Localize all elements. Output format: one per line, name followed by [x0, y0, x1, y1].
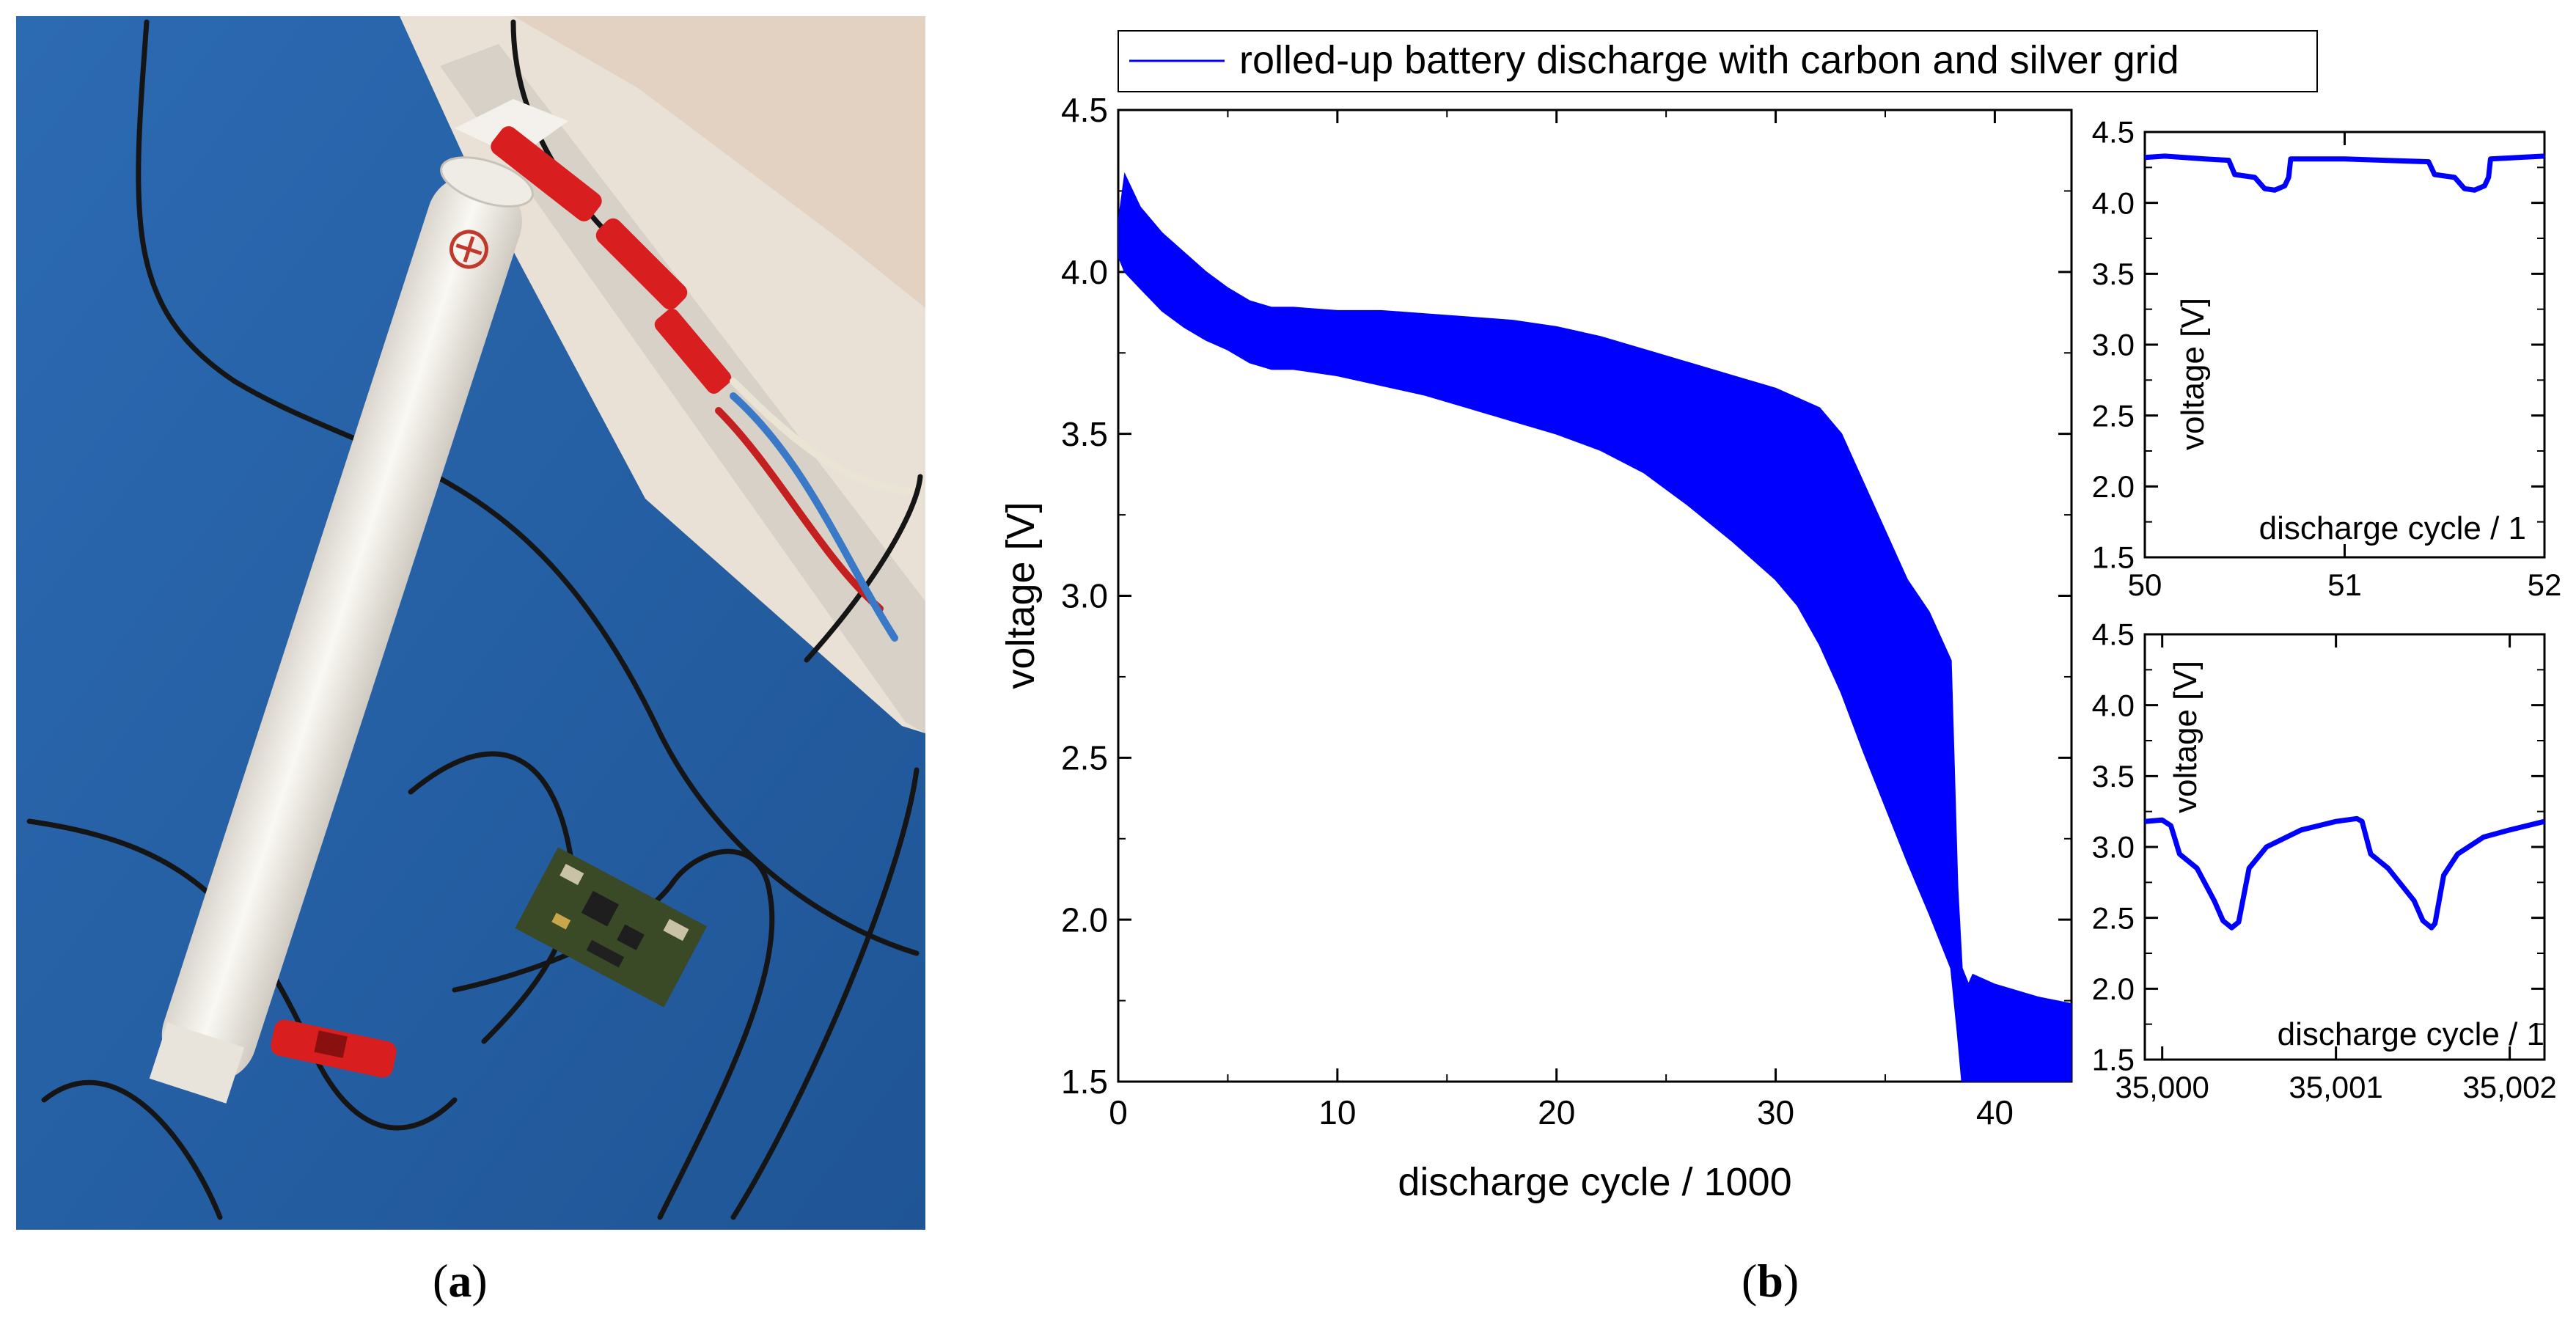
plot-frame	[1117, 109, 2073, 1083]
y-tick-label: 3.5	[2092, 759, 2135, 793]
y-tick-label: 2.0	[2092, 972, 2135, 1006]
legend-box	[1118, 30, 2318, 92]
y-tick-label: 4.5	[2092, 617, 2135, 652]
x-tick-label: 35,002	[2462, 1070, 2556, 1104]
y-tick-label: 4.5	[1061, 91, 1108, 129]
y-tick-label: 4.0	[2092, 186, 2135, 220]
colored-wires	[715, 378, 913, 642]
x-tick-label: 40	[1976, 1093, 2014, 1131]
y-tick-label: 4.5	[2092, 115, 2135, 150]
x-tick-label: 35,001	[2289, 1070, 2382, 1104]
rolled-up-battery-tube	[149, 156, 534, 1104]
y-tick-label: 4.0	[1061, 253, 1108, 291]
red-connector-top	[491, 126, 732, 394]
y-tick-label: 4.0	[2092, 688, 2135, 722]
battery-setup-photo	[16, 16, 925, 1230]
wall-edge	[440, 44, 925, 733]
x-tick-label: 10	[1318, 1093, 1356, 1131]
series-discharge-band	[1118, 172, 2072, 1082]
y-axis-label: voltage [V]	[999, 502, 1043, 689]
main-chart: 0 10 20 30 40 1.5 2.0 2.5 3.0 3.5 4.0 4.5 discharge …	[999, 91, 2073, 1204]
plot-frame	[2143, 633, 2546, 1061]
y-tick-label: 2.5	[2092, 398, 2135, 433]
y-tick-label: 2.0	[2092, 469, 2135, 504]
y-tick-label: 3.5	[1061, 415, 1108, 453]
y-tick-label: 2.0	[1061, 900, 1108, 939]
y-tick-label: 2.5	[1061, 738, 1108, 777]
legend-label: rolled-up battery discharge with carbon …	[1239, 38, 2179, 82]
x-axis-label: discharge cycle / 1000	[1398, 1160, 1791, 1204]
x-tick-label: 20	[1538, 1093, 1575, 1131]
x-tick-label: 51	[2327, 568, 2362, 602]
x-axis-label: discharge cycle / 1	[2278, 1016, 2544, 1052]
y-tick-label: 3.5	[2092, 257, 2135, 291]
y-axis-label: voltage [V]	[2168, 661, 2203, 813]
y-tick-label: 3.0	[1061, 577, 1108, 615]
y-tick-label: 1.5	[2092, 540, 2135, 575]
legend: rolled-up battery discharge with carbon …	[1118, 30, 2318, 92]
series-line-bottom	[2144, 815, 2545, 931]
wall-shadow	[513, 16, 925, 308]
series-line-top	[2144, 153, 2545, 193]
x-tick-label: 50	[2128, 568, 2162, 602]
inset-chart-top: 50 51 52 1.5 2.0 2.5 3.0 3.5 4.0 4.5 discharge cyc…	[2092, 115, 2562, 602]
y-axis-label: voltage [V]	[2175, 298, 2211, 450]
x-tick-label: 30	[1757, 1093, 1794, 1131]
y-tick-label: 3.0	[2092, 328, 2135, 362]
red-connector-bottom	[271, 1019, 397, 1078]
y-tick-label: 2.5	[2092, 900, 2135, 935]
x-axis-label: discharge cycle / 1	[2259, 510, 2526, 546]
circuit-board	[515, 847, 708, 1008]
y-tick-label: 3.0	[2092, 830, 2135, 865]
y-tick-label: 1.5	[2092, 1043, 2135, 1077]
x-tick-label: 0	[1109, 1093, 1128, 1131]
y-tick-label: 1.5	[1061, 1063, 1108, 1101]
inset-chart-bottom: 35,000 35,001 35,002 1.5 2.0 2.5 3.0 3.5 4.0 4.5 d…	[2092, 617, 2557, 1104]
panel-label-a: (a)	[433, 1255, 488, 1307]
x-tick-label: 52	[2528, 568, 2562, 602]
panel-label-b: (b)	[1742, 1255, 1799, 1307]
x-tick-label: 35,000	[2115, 1070, 2209, 1104]
